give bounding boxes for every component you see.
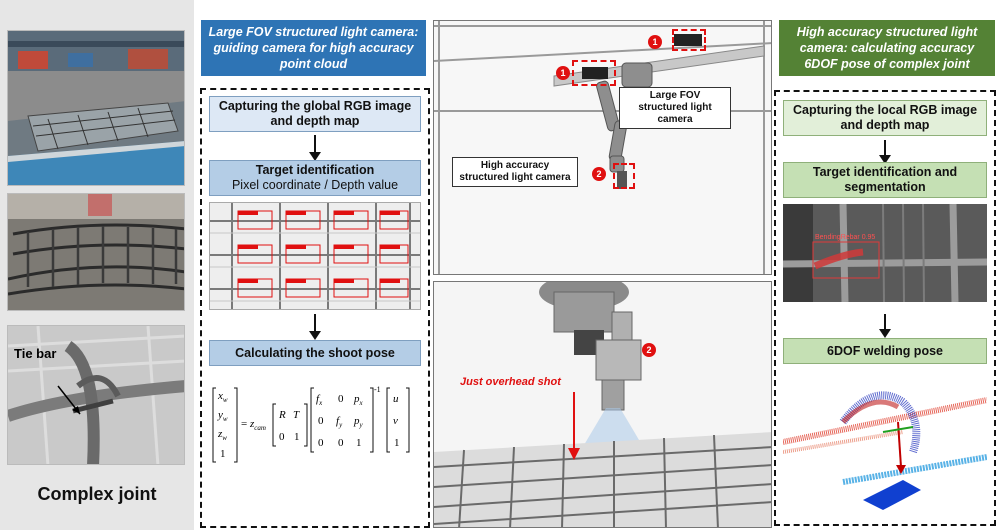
high-accuracy-header: High accuracy structured light camera: c… <box>779 20 995 76</box>
overhead-shot-label: Just overhead shot <box>460 376 561 388</box>
robot-gantry-overview: 1 1 2 Large FOV structured light camera … <box>433 20 772 275</box>
lhs-yw: yw <box>217 409 228 423</box>
intrinsic-px: px <box>353 393 364 407</box>
equals-sign: = <box>241 418 247 430</box>
camera-projection-formula: xw yw zw 1 = zcam R T 0 1 fx 0 px 0 fy p… <box>210 380 422 470</box>
local-capture-step: Capturing the local RGB image and depth … <box>783 100 987 136</box>
global-capture-step-label: Capturing the global RGB image and depth… <box>210 99 420 129</box>
marker-one: 1 <box>556 66 570 80</box>
rhs-v: v <box>393 415 398 427</box>
intrinsic-zero-b: 0 <box>318 415 324 427</box>
extrinsic-t: T <box>293 409 300 421</box>
inverse-exponent: -1 <box>374 385 381 394</box>
large-fov-header: Large FOV structured light camera: guidi… <box>201 20 426 76</box>
local-capture-step-label: Capturing the local RGB image and depth … <box>784 103 986 133</box>
shoot-pose-step: Calculating the shoot pose <box>209 340 421 366</box>
welding-pose-step-label: 6DOF welding pose <box>827 344 943 359</box>
intrinsic-py: py <box>353 415 364 429</box>
fov-camera-highlight <box>672 29 706 51</box>
ha-camera-callout: High accuracy structured light camera <box>452 157 578 187</box>
segmentation-step: Target identification and segmentation <box>783 162 987 198</box>
point-cloud-pose-image <box>783 372 987 514</box>
extrinsic-r: R <box>278 409 286 421</box>
extrinsic-zero: 0 <box>279 431 285 443</box>
fov-camera-highlight <box>572 60 616 86</box>
arrow-down-icon <box>884 140 886 156</box>
factory-photo <box>7 30 185 186</box>
marker-two: 2 <box>592 167 606 181</box>
marker-one: 1 <box>648 35 662 49</box>
intrinsic-fx: fx <box>316 393 323 407</box>
lhs-one: 1 <box>220 448 226 460</box>
left-column: Tie bar Complex joint <box>0 0 194 530</box>
lhs-xw: xw <box>217 390 228 404</box>
segmentation-step-label: Target identification and segmentation <box>784 165 986 195</box>
extrinsic-one: 1 <box>294 431 300 443</box>
lhs-zw: zw <box>217 428 227 442</box>
fov-camera-callout: Large FOV structured light camera <box>619 87 731 129</box>
arrow-down-icon <box>314 314 316 332</box>
arrow-down-icon <box>314 135 316 153</box>
segmentation-image: BendingRebar 0.95 <box>783 204 987 302</box>
tie-bar-label: Tie bar <box>14 346 56 361</box>
intrinsic-fy: fy <box>336 415 343 429</box>
scale-zcam: zcam <box>249 418 266 432</box>
target-identification-subtitle: Pixel coordinate / Depth value <box>232 178 398 193</box>
target-identification-title: Target identification <box>256 163 375 178</box>
intrinsic-zero-a: 0 <box>338 393 344 405</box>
arrow-down-icon <box>884 314 886 330</box>
global-capture-step: Capturing the global RGB image and depth… <box>209 96 421 132</box>
high-accuracy-workflow-panel: Capturing the local RGB image and depth … <box>774 90 996 526</box>
rebar-cage-photo <box>7 193 185 311</box>
rhs-one: 1 <box>394 437 400 449</box>
intrinsic-zero-c: 0 <box>318 437 324 449</box>
intrinsic-one: 1 <box>356 437 362 449</box>
complex-joint-title: Complex joint <box>0 484 194 505</box>
marker-two: 2 <box>642 343 656 357</box>
shoot-pose-step-label: Calculating the shoot pose <box>235 346 395 361</box>
overhead-shot-closeup: 2 <box>433 281 772 528</box>
rhs-u: u <box>393 393 399 405</box>
intrinsic-zero-d: 0 <box>338 437 344 449</box>
welding-pose-step: 6DOF welding pose <box>783 338 987 364</box>
global-detection-image <box>209 202 421 310</box>
ha-camera-highlight <box>613 163 635 189</box>
detection-label: BendingRebar 0.95 <box>815 234 875 241</box>
target-identification-step: Target identification Pixel coordinate /… <box>209 160 421 196</box>
